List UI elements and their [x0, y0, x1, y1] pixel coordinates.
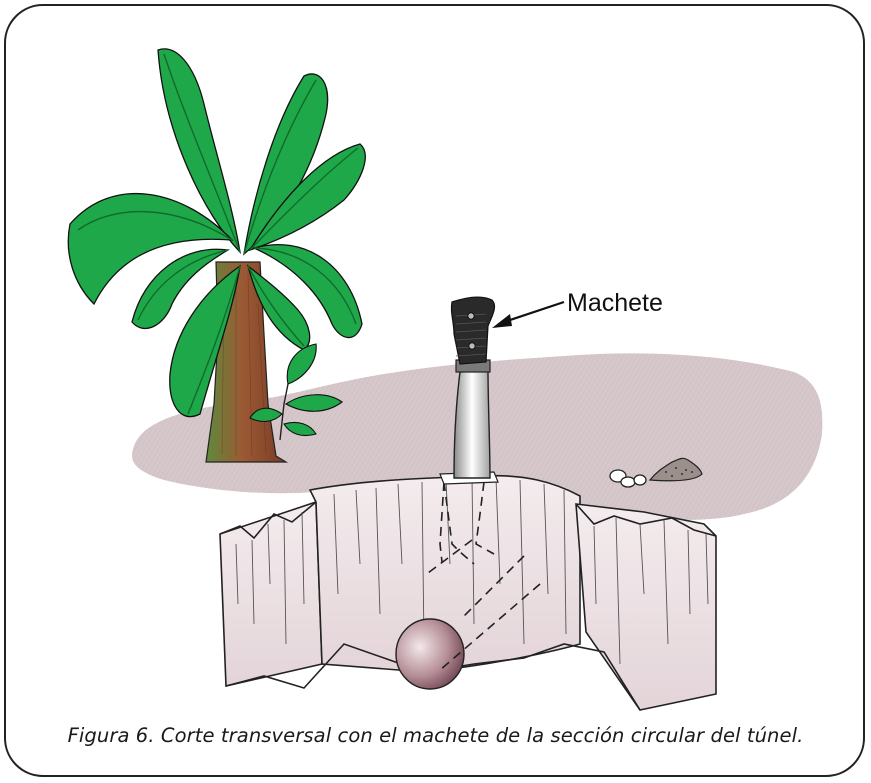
tunnel-circle — [396, 619, 464, 689]
figure-frame — [4, 4, 865, 777]
figure-caption: Figura 6. Corte transversal con el mache… — [0, 724, 871, 747]
tunnel-section — [396, 619, 464, 689]
machete-label: Machete — [567, 289, 663, 318]
machete-blade — [454, 370, 490, 478]
